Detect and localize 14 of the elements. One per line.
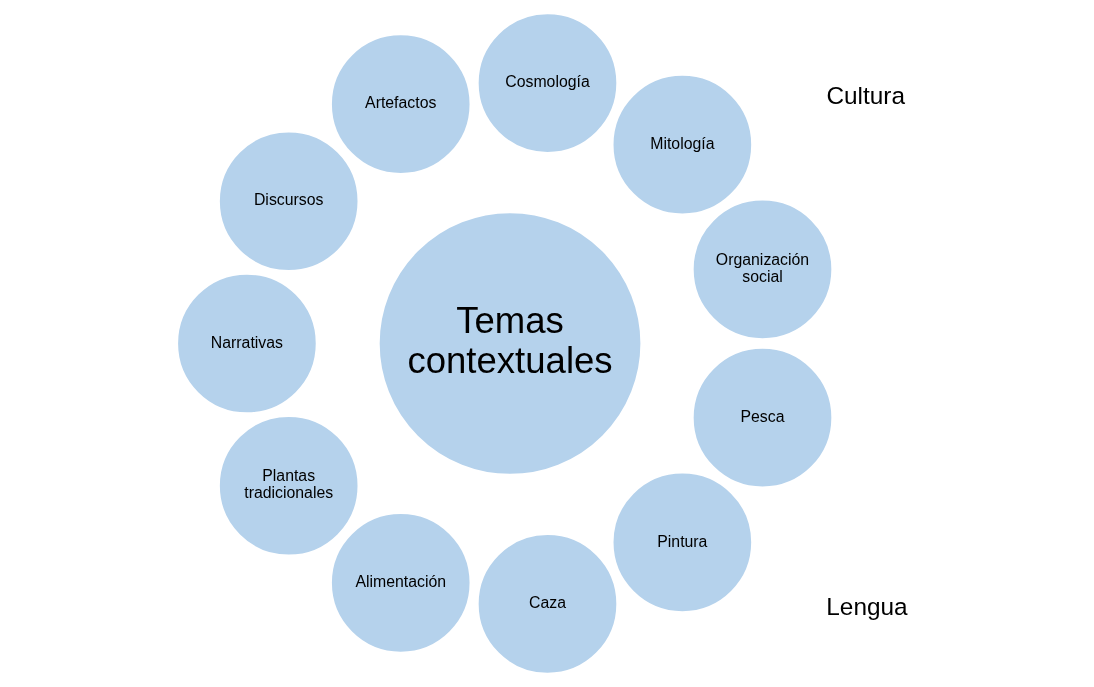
node-circle: Pintura: [610, 471, 754, 614]
node-circle: Plantas tradicionales: [216, 414, 360, 557]
node-circle: Alimentación: [328, 511, 472, 655]
node-circle: Discursos: [216, 130, 360, 273]
node-circle: Mitología: [610, 73, 754, 216]
node-circle: Organización social: [690, 198, 834, 341]
label: Lengua: [825, 593, 908, 621]
node-circle: Narrativas: [175, 272, 318, 415]
node-circle: Cosmología: [475, 11, 619, 155]
label: Cultura: [825, 81, 905, 109]
node-circle: Caza: [475, 532, 619, 676]
node-circle: Artefactos: [328, 32, 472, 176]
node-circle: Pesca: [690, 346, 834, 489]
node-circle: Temas contextuales: [376, 210, 643, 477]
